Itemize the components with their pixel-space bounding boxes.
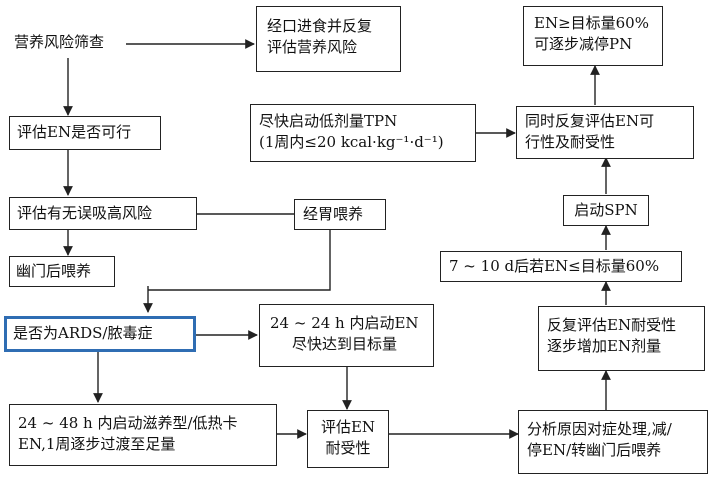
node-gastric-feeding: 经胃喂养 [294,199,386,230]
edge-gastric-merge [148,229,331,291]
node-start-spn: 启动SPN [563,195,649,226]
node-label-line2: 可逐步减停PN [534,35,633,53]
node-oral-intake: 经口进食并反复 评估营养风险 [256,6,401,72]
node-analyze-cause: 分析原因对症处理,减/ 停EN/转幽门后喂养 [518,410,708,474]
node-label: 经胃喂养 [303,205,364,223]
node-aspiration-risk: 评估有无误吸高风险 [9,197,197,230]
node-label: 评估有无误吸高风险 [17,204,153,222]
node-label: 是否为ARDS/脓毒症 [13,324,153,342]
node-label-line2: EN,1周逐步过渡至足量 [18,435,176,453]
node-low-calorie-en: 24 ~ 48 h 内启动滋养型/低热卡 EN,1周逐步过渡至足量 [9,404,277,466]
node-ards-sepsis: 是否为ARDS/脓毒症 [4,316,196,352]
node-increase-en-dose: 反复评估EN耐受性 逐步增加EN剂量 [538,306,705,371]
node-label-line1: 评估EN [320,418,376,436]
node-label-line1: 同时反复评估EN可 [525,112,655,130]
node-nutrition-risk-screening: 营养风险筛查 [14,32,129,58]
node-label-line2: 耐受性 [325,439,371,457]
node-label-line2: (1周内≤20 kcal·kg⁻¹·d⁻¹) [259,133,444,151]
node-label-line2: 停EN/转幽门后喂养 [527,441,662,459]
node-low-dose-tpn: 尽快启动低剂量TPN (1周内≤20 kcal·kg⁻¹·d⁻¹) [250,104,476,162]
node-label-line1: 经口进食并反复 [267,17,373,35]
node-label: 幽门后喂养 [16,262,92,280]
node-label-line2: 评估营养风险 [267,38,358,56]
node-post-pyloric-feeding: 幽门后喂养 [9,256,115,287]
node-start-en-24h: 24 ~ 24 h 内启动EN 尽快达到目标量 [259,304,434,367]
node-label: 7 ~ 10 d后若EN≤目标量60% [449,257,660,275]
node-stop-pn: EN≥目标量60% 可逐步减停PN [523,6,663,66]
node-7-10-days-check: 7 ~ 10 d后若EN≤目标量60% [440,251,682,282]
node-label: 营养风险筛查 [14,33,105,51]
node-assess-en-feasibility: 评估EN是否可行 [9,116,161,150]
node-label-line1: 分析原因对症处理,减/ [527,420,672,438]
node-label-line1: 24 ~ 48 h 内启动滋养型/低热卡 [18,414,238,432]
node-label-line1: 24 ~ 24 h 内启动EN [270,314,419,332]
node-label-line1: EN≥目标量60% [534,14,649,32]
node-label-line2: 行性及耐受性 [525,133,616,151]
node-label-line1: 尽快启动低剂量TPN [259,112,398,130]
node-label-line1: 反复评估EN耐受性 [547,316,677,334]
node-label-line2: 逐步增加EN剂量 [547,337,662,355]
node-label: 评估EN是否可行 [17,123,132,141]
node-label: 启动SPN [574,201,638,219]
node-assess-en-tolerance: 评估EN 耐受性 [307,410,389,468]
node-reassess-en: 同时反复评估EN可 行性及耐受性 [516,106,694,159]
node-label-line2: 尽快达到目标量 [291,335,397,353]
